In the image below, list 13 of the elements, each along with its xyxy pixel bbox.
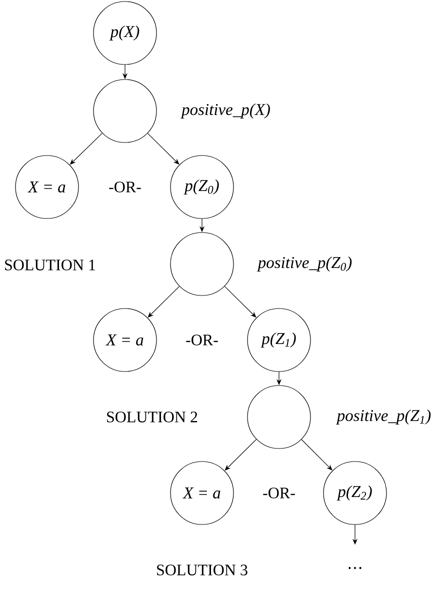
empty-circle <box>247 385 311 449</box>
solution-label: SOLUTION 2 <box>107 412 198 422</box>
or-label: -OR- <box>109 182 141 192</box>
empty-circle <box>93 79 157 143</box>
empty-circle <box>170 232 234 296</box>
or-label: -OR- <box>263 488 295 498</box>
ellipsis-dots: ⋯ <box>348 567 362 569</box>
node-caption: positive_p(Z$_{1}$) <box>336 410 431 424</box>
node-caption: positive_p(X) <box>180 104 270 118</box>
solution-label: SOLUTION 1 <box>5 260 96 270</box>
or-label: -OR- <box>186 334 218 346</box>
node-caption: positive_p(Z$_{0}$) <box>256 256 352 272</box>
solution-label: SOLUTION 3 <box>157 564 248 576</box>
